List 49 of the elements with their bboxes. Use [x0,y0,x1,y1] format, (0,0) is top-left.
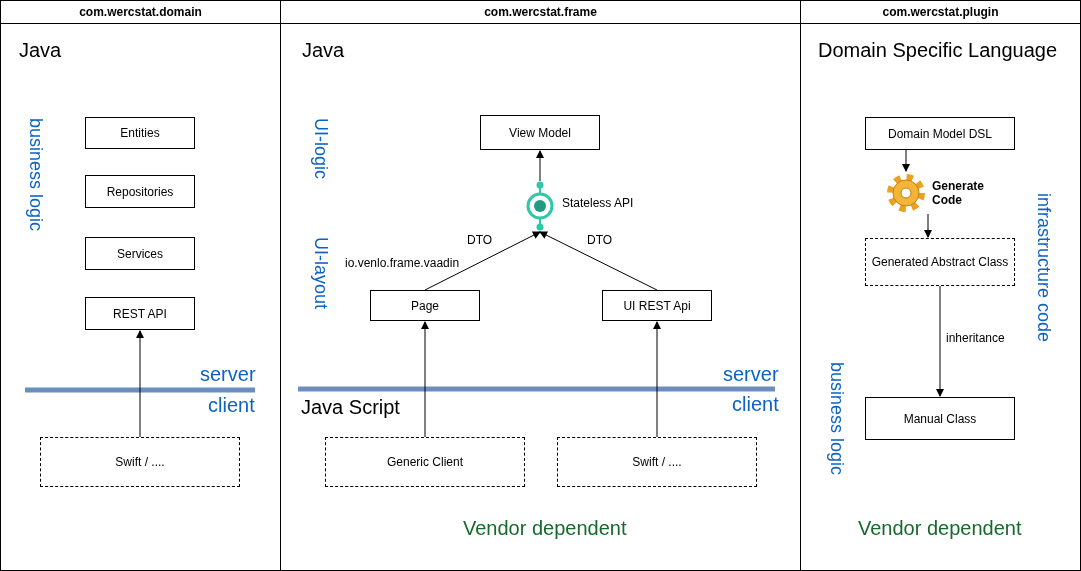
edge-label: DTO [587,233,613,247]
panel-title: com.wercstat.domain [79,4,202,21]
component-box: Page [370,290,480,321]
layer-label: business logic [826,362,847,476]
arrow [421,321,429,438]
panel-title: com.wercstat.plugin [882,4,999,21]
package-panel [800,0,1081,571]
annotation-text: io.venlo.frame.vaadin [345,256,460,270]
dashed-component-box: Generated Abstract Class [865,238,1015,286]
package-panel [280,0,801,571]
annotation-text: client [732,393,779,416]
component-box: Entities [85,117,195,149]
arrow [536,150,544,182]
component-box: UI REST Api [602,290,712,321]
layer-label: business logic [25,118,46,232]
component-box: View Model [480,115,600,150]
edge-label: inheritance [946,331,1005,345]
component-box: Domain Model DSL [865,117,1015,150]
arrow [653,321,661,438]
annotation-text: Vendor dependent [463,517,627,540]
layer-label: UI-layout [310,237,331,310]
layer-label: UI-logic [310,118,331,179]
component-box: Services [85,237,195,270]
arrow [902,149,910,172]
annotation-text: Java Script [301,396,400,419]
annotation-text: client [208,394,255,417]
annotation-text: Vendor dependent [858,517,1022,540]
arrow [539,231,658,291]
panel-title: com.wercstat.frame [484,4,597,21]
arrow [136,330,144,438]
arrow [924,213,932,238]
arrow [424,231,541,291]
edge-label: DTO [467,233,493,247]
package-panel [0,0,281,571]
node-caption: Stateless API [562,196,634,210]
arrow [936,285,944,397]
panel-heading: Java [302,39,345,62]
component-box: REST API [85,297,195,330]
dashed-component-box: Swift / .... [557,437,757,487]
component-box: Manual Class [865,397,1015,440]
annotation-text: server [723,363,779,386]
layer-label: infrastructure code [1033,193,1054,343]
panel-heading: Java [19,39,62,62]
node-caption: Generate Code [932,179,986,207]
component-box: Repositories [85,175,195,208]
annotation-text: server [200,363,256,386]
dashed-component-box: Generic Client [325,437,525,487]
dashed-component-box: Swift / .... [40,437,240,487]
panel-heading: Domain Specific Language [818,39,1058,62]
